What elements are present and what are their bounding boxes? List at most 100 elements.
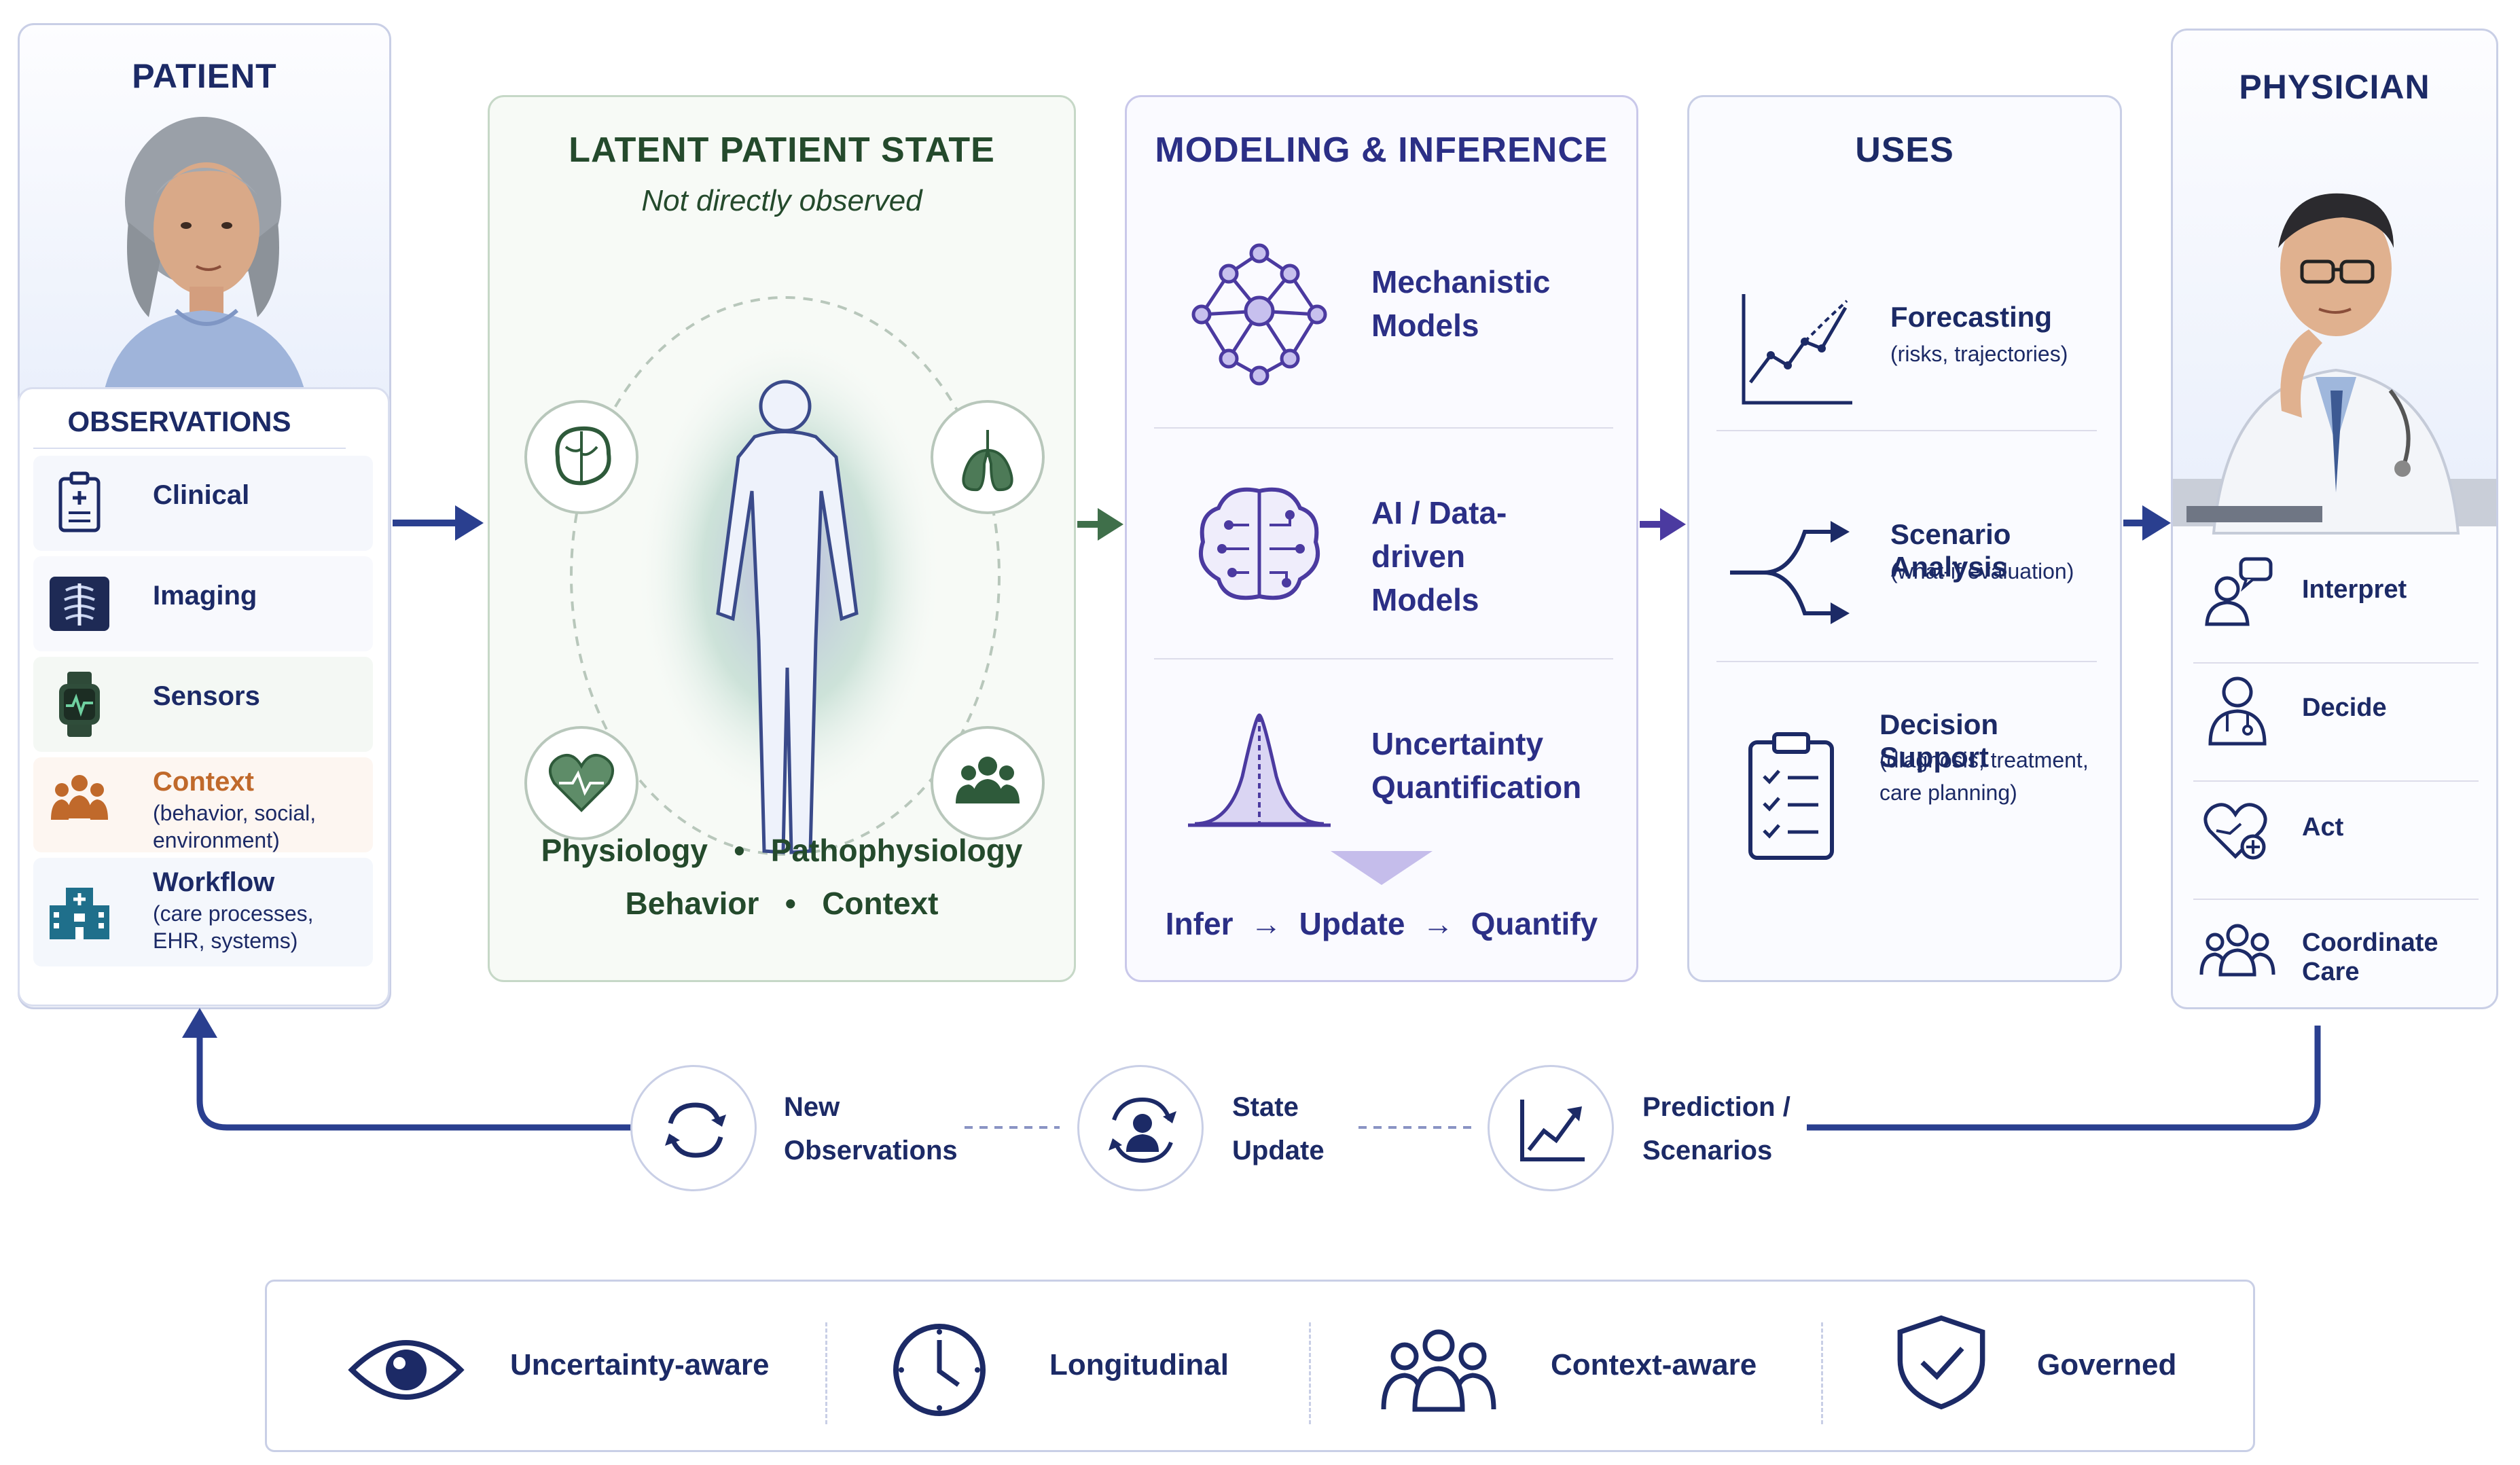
bullet: • (734, 833, 745, 868)
divider (1154, 658, 1613, 659)
use-sub-line: (diagnosis, treatment, (1879, 748, 2089, 772)
uses-panel: USES Forecasting (risks, trajectories) S… (1687, 95, 2122, 982)
observation-sub: (care processes, EHR, systems) (153, 901, 314, 953)
physician-title: PHYSICIAN (2239, 68, 2430, 106)
observation-imaging: Imaging (33, 556, 373, 651)
arrow-to-physician (2123, 505, 2171, 541)
bell-curve-icon (1188, 713, 1331, 827)
use-sub: (risks, trajectories) (1890, 342, 2068, 366)
observation-label: Clinical (153, 480, 250, 510)
infer-label: Infer (1165, 906, 1234, 941)
heart-icon (524, 726, 638, 840)
bullet: • (785, 886, 796, 921)
network-graph-icon (1191, 243, 1327, 386)
eye-icon (348, 1340, 465, 1400)
loop-label: State Update (1232, 1085, 1325, 1172)
observation-context: Context (behavior, social, environment) (33, 757, 373, 852)
brain-icon (524, 400, 638, 514)
physician-action-label: Interpret (2302, 575, 2407, 604)
model-label-line: AI / Data-driven (1371, 495, 1507, 574)
human-silhouette (716, 380, 859, 854)
update-label: Update (1299, 906, 1405, 941)
arrow-to-latent (393, 505, 484, 541)
heart-hand-icon (2203, 803, 2267, 860)
divider (2193, 780, 2479, 782)
loop-new-observations (630, 1065, 757, 1191)
loop-label-line: State (1232, 1092, 1299, 1122)
observation-sensors: Sensors (33, 657, 373, 752)
clock-icon (893, 1324, 986, 1416)
latent-line-1: Physiology • Pathophysiology (490, 832, 1074, 869)
observation-label: Context (153, 767, 254, 797)
xray-icon (50, 577, 109, 631)
observation-label: Imaging (153, 581, 257, 611)
latent-pathophysiology: Pathophysiology (770, 833, 1023, 868)
model-label-line: Quantification (1371, 770, 1582, 805)
property-label: Context-aware (1551, 1348, 1757, 1381)
use-label: Decision Support (1879, 708, 1999, 773)
use-scenario: Scenario Analysis (what-if evaluation) (1716, 477, 2110, 681)
latent-title: LATENT PATIENT STATE (569, 130, 995, 170)
observation-label: Sensors (153, 681, 260, 711)
refresh-icon (665, 1102, 726, 1158)
clipboard-medical-icon (58, 471, 101, 532)
model-label: Uncertainty Quantification (1371, 722, 1596, 809)
use-sub: (what-if evaluation) (1890, 559, 2074, 583)
observation-clinical: Clinical (33, 456, 373, 551)
loop-prediction (1488, 1065, 1614, 1191)
use-sub: (diagnosis, treatment, care planning) (1879, 744, 2110, 809)
physician-act: Act (2193, 771, 2479, 886)
loop-label-line: Prediction / (1642, 1092, 1790, 1122)
model-label-line: Mechanistic (1371, 264, 1551, 300)
use-decision-support: Decision Support (diagnosis, treatment, … (1716, 702, 2110, 905)
model-label-line: Models (1371, 308, 1479, 343)
physician-interpret: Interpret (2193, 533, 2479, 649)
model-label: AI / Data-driven Models (1371, 491, 1596, 621)
property-label: Longitudinal (1049, 1348, 1229, 1381)
latent-physiology: Physiology (541, 833, 708, 868)
team-icon (2199, 924, 2275, 977)
arrow-to-uses (1640, 508, 1686, 541)
observations-card: OBSERVATIONS Clinical Imaging Sensors (18, 387, 390, 1007)
loop-label: Prediction / Scenarios (1642, 1085, 1790, 1172)
ai-brain-icon (1198, 487, 1320, 600)
doctor-icon (2208, 676, 2267, 746)
patient-title: PATIENT (132, 57, 277, 95)
arrow-glyph: → (1422, 906, 1454, 941)
loop-label: New Observations (784, 1085, 958, 1172)
down-triangle-icon (1331, 851, 1433, 885)
loop-label-line: Scenarios (1642, 1136, 1773, 1165)
latent-state-panel: LATENT PATIENT STATE Not directly observ… (488, 95, 1076, 982)
use-label: Forecasting (1890, 301, 2053, 333)
group-icon (1381, 1329, 1496, 1412)
hospital-icon (50, 888, 109, 939)
modeling-title: MODELING & INFERENCE (1155, 130, 1608, 170)
latent-subtitle: Not directly observed (641, 184, 922, 217)
separator (825, 1322, 827, 1424)
smartwatch-icon (59, 672, 100, 737)
separator (1309, 1322, 1311, 1424)
divider (1154, 427, 1613, 429)
loop-label-line: Update (1232, 1136, 1325, 1165)
checklist-icon (1748, 732, 1834, 860)
uses-title: USES (1855, 130, 1954, 170)
patient-portrait (101, 117, 308, 405)
physician-action-label: Decide (2302, 693, 2387, 722)
infer-update-quantify: Infer → Update → Quantify (1127, 905, 1636, 942)
use-forecasting: Forecasting (risks, trajectories) (1716, 253, 2110, 457)
trend-chart-icon (1742, 294, 1852, 405)
loop-label-line: Observations (784, 1136, 958, 1165)
model-uncertainty: Uncertainty Quantification (1168, 661, 1600, 878)
people-icon (931, 726, 1045, 840)
arrow-glyph: → (1250, 906, 1282, 941)
observation-workflow: Workflow (care processes, EHR, systems) (33, 858, 373, 966)
property-label: Uncertainty-aware (510, 1348, 770, 1381)
arrow-to-modeling (1077, 508, 1123, 541)
physician-portrait (2173, 193, 2496, 535)
people-group-icon (51, 775, 108, 820)
loop-state-update (1077, 1065, 1204, 1191)
modeling-panel: MODELING & INFERENCE Mechanistic Models (1125, 95, 1638, 982)
physician-coordinate: Coordinate Care (2193, 886, 2479, 1002)
physician-action-label: Coordinate Care (2302, 928, 2438, 986)
